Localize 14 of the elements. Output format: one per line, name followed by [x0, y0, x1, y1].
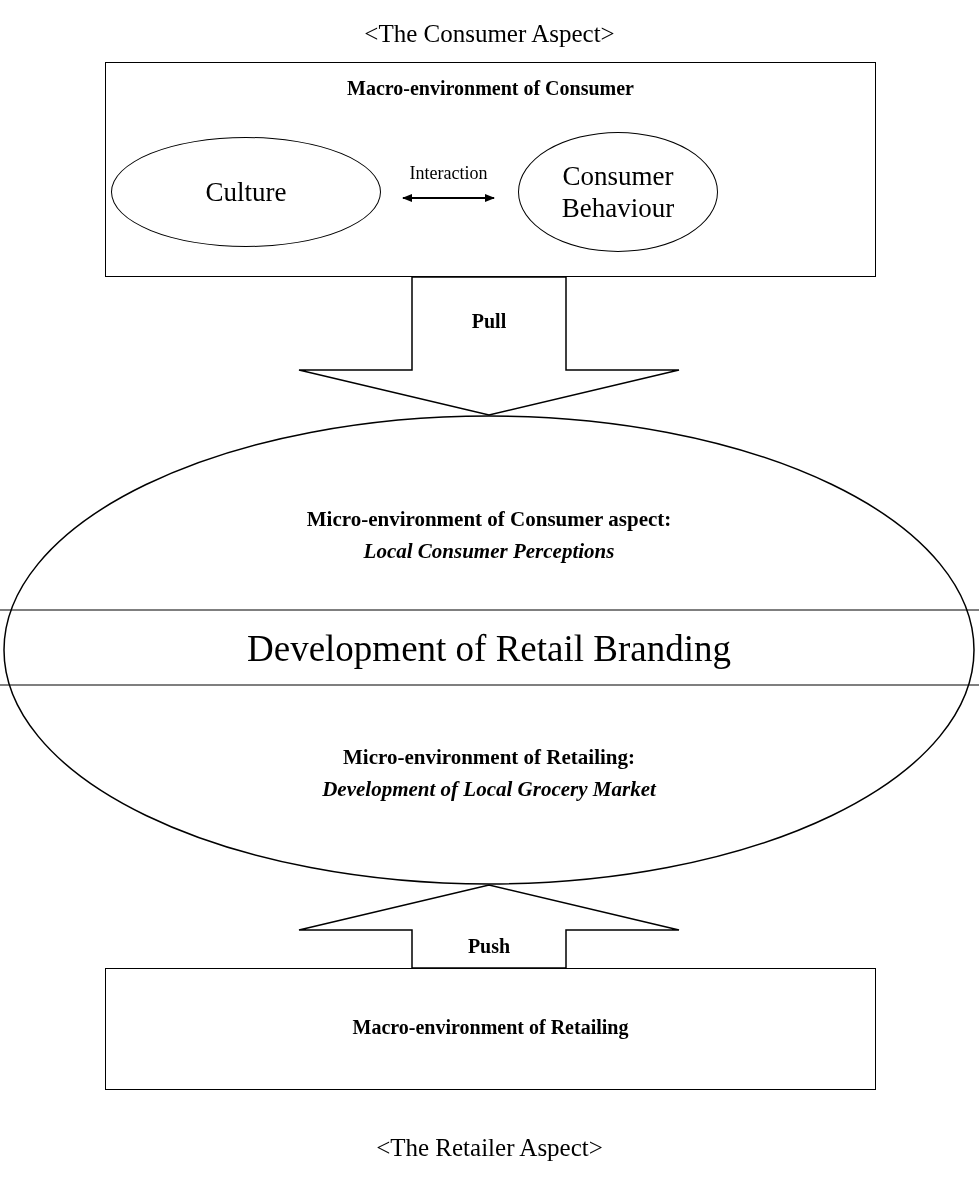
ellipse-title: Development of Retail Branding	[246, 627, 732, 670]
ellipse	[3, 415, 975, 885]
ellipse-label: Consumer Behaviour	[560, 159, 676, 225]
ellipse-subtitle: Development of Local Grocery Market	[321, 777, 658, 802]
caption: <The Retailer Aspect>	[375, 1134, 604, 1162]
ellipse-label: Culture	[204, 175, 288, 209]
box-heading: Macro-environment of Retailing	[351, 1016, 630, 1039]
ellipse-subtitle: Local Consumer Perceptions	[362, 539, 616, 564]
ellipse-heading: Micro-environment of Retailing:	[342, 745, 636, 770]
ellipse-heading: Micro-environment of Consumer aspect:	[305, 507, 673, 532]
box	[105, 968, 876, 1090]
arrow	[402, 194, 495, 202]
title: <The Consumer Aspect>	[363, 20, 616, 48]
box-heading: Macro-environment of Consumer	[346, 77, 635, 100]
